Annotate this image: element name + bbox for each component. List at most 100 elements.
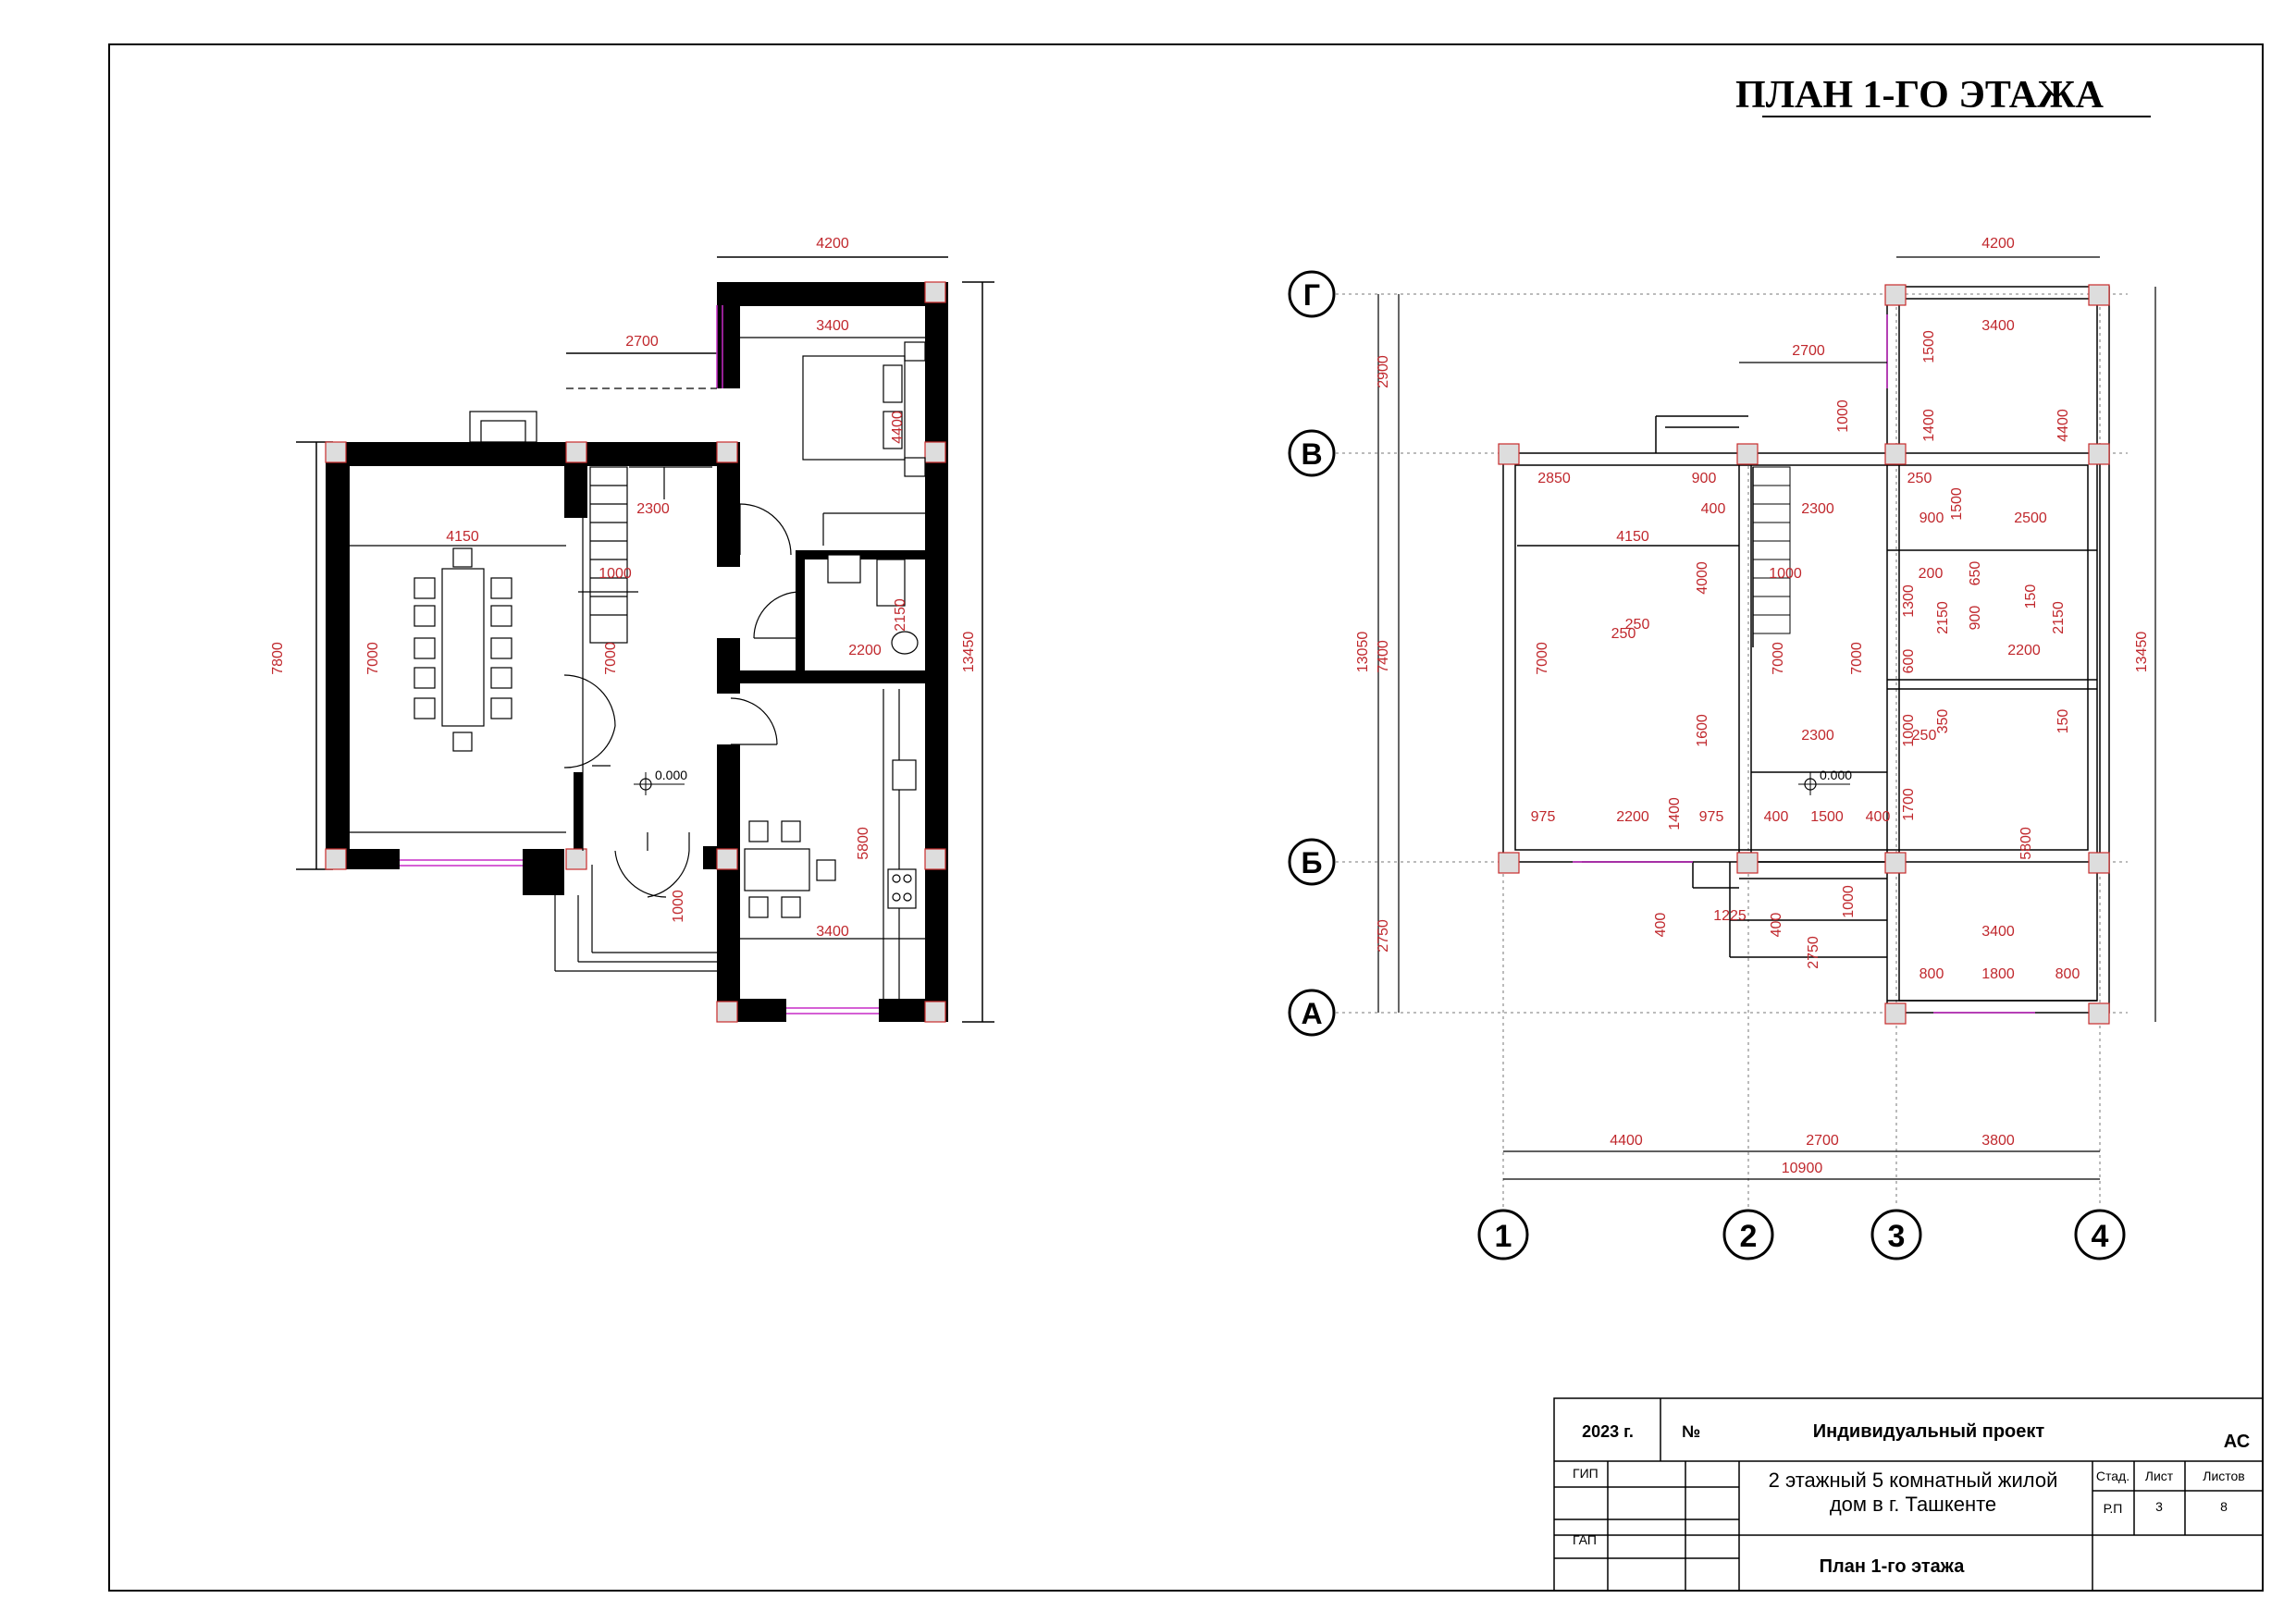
dim-stair-inner: 7000	[603, 642, 619, 675]
rdim-left-mid: 7400	[1376, 640, 1391, 673]
dim-kitchen-height: 5800	[856, 827, 871, 860]
rdim-a28: 5800	[2018, 827, 2034, 860]
rdim-a44: 800	[2055, 966, 2080, 982]
dim-left-inner: 7000	[365, 642, 381, 675]
rdim-a16: 900	[1968, 606, 1983, 631]
rdim-a15: 2150	[1935, 601, 1951, 634]
rdim-top-width: 4200	[1981, 236, 2015, 252]
rdim-a20: 250	[1611, 626, 1636, 642]
stamp-stage-label: Стад.	[2096, 1469, 2129, 1483]
rdim-left-total: 13050	[1355, 632, 1371, 673]
stamp-sheets-value: 8	[2220, 1499, 2228, 1514]
dim-dining-width: 4150	[446, 529, 479, 545]
rdim-a2: 900	[1692, 471, 1717, 486]
rdim-a27: 1700	[1901, 788, 1917, 821]
rdim-a23: 2300	[1801, 728, 1834, 744]
sheet-title: ПЛАН 1-ГО ЭТАЖА	[1735, 74, 2105, 117]
rdim-a32: 975	[1699, 809, 1724, 825]
rdim-a22: 1600	[1695, 714, 1710, 747]
rdim-a34: 1500	[1810, 809, 1844, 825]
stamp-sheet-value: 3	[2155, 1499, 2163, 1514]
rdim-a40: 1000	[1841, 885, 1857, 918]
rdim-a1: 2850	[1537, 471, 1571, 486]
stamp-description-1: 2 этажный 5 комнатный жилой	[1769, 1469, 2058, 1492]
rdim-a3: 400	[1701, 501, 1726, 517]
dim-right-total: 13450	[961, 632, 977, 673]
rdim-a30: 2200	[1616, 809, 1649, 825]
axis-col-3: 3	[1888, 1219, 1906, 1254]
rdim-a39: 2750	[1806, 936, 1821, 969]
rdim-a26: 150	[2055, 709, 2071, 734]
rdim-a21: 600	[1901, 649, 1917, 674]
stamp-gip: ГИП	[1573, 1466, 1599, 1481]
dim-left-total: 7800	[270, 642, 286, 675]
rdim-a31: 1400	[1667, 797, 1683, 830]
rdim-a14: 1300	[1901, 584, 1917, 618]
axis-col-4: 4	[2092, 1219, 2109, 1254]
rdim-bottom-2: 2700	[1806, 1133, 1839, 1149]
rdim-bottom-3: 3800	[1981, 1133, 2015, 1149]
rdim-a4: 4150	[1616, 529, 1649, 545]
rdim-a5: 2300	[1801, 501, 1834, 517]
svg-text:0.000: 0.000	[1820, 768, 1852, 782]
dim-bath-width: 2200	[848, 643, 882, 658]
rdim-a47: 7000	[1849, 642, 1865, 675]
dim-top-width: 4200	[816, 236, 849, 252]
rdim-a25: 350	[1935, 709, 1951, 734]
stamp-stage-value: Р.П	[2104, 1501, 2123, 1516]
dim-bed-height: 4400	[890, 411, 906, 444]
dim-kitchen-width: 3400	[816, 924, 849, 940]
rdim-bottom-total: 10900	[1782, 1161, 1823, 1176]
stamp-code: АС	[2224, 1432, 2250, 1452]
rdim-a45: 7000	[1535, 642, 1550, 675]
rdim-a41: 3400	[1981, 924, 2015, 940]
axis-row-a: А	[1301, 997, 1322, 1030]
stamp-project: Индивидуальный проект	[1813, 1421, 2045, 1442]
rdim-a24: 1000	[1901, 714, 1917, 747]
rdim-a53: 250	[1912, 728, 1937, 744]
dim-room-width: 3400	[816, 318, 849, 334]
rdim-a52: 250	[1625, 617, 1650, 633]
dim-entry: 1000	[671, 890, 686, 923]
rdim-a13: 150	[2023, 584, 2039, 609]
right-level-mark: 0.000	[1798, 768, 1852, 795]
rdim-a54: 13450	[2134, 632, 2150, 673]
svg-text:0.000: 0.000	[655, 768, 687, 782]
dim-bath-height: 2150	[893, 598, 908, 632]
rdim-a9: 1500	[1949, 487, 1965, 521]
rdim-a43: 1800	[1981, 966, 2015, 982]
dim-stair-width: 2300	[636, 501, 670, 517]
axis-row-labels: Г В Б А	[1288, 270, 1336, 1037]
stamp-description-2: дом в г. Ташкенте	[1830, 1493, 1996, 1516]
left-level-mark: 0.000	[634, 768, 687, 795]
title-block-text: 2023 г. № Индивидуальный проект АС ГИП Г…	[1573, 1421, 2250, 1577]
rdim-a11: 200	[1919, 566, 1944, 582]
left-floor-plan: 0.000 4200 3400 2700 4150 2300 1000 2200…	[270, 236, 994, 1023]
stamp-sheet-label: Лист	[2145, 1469, 2174, 1483]
rdim-bottom-1: 4400	[1610, 1133, 1643, 1149]
stamp-gap: ГАП	[1573, 1532, 1597, 1547]
rdim-a50: 1000	[1835, 400, 1851, 433]
rdim-a49: 1400	[1921, 409, 1937, 442]
stamp-year: 2023 г.	[1582, 1422, 1634, 1441]
rdim-a19: 4000	[1695, 561, 1710, 595]
rdim-a12: 650	[1968, 561, 1983, 586]
rdim-room-width: 3400	[1981, 318, 2015, 334]
rdim-a35: 400	[1866, 809, 1891, 825]
rdim-a36: 400	[1653, 913, 1669, 938]
rdim-a7: 250	[1907, 471, 1932, 486]
axis-col-2: 2	[1740, 1219, 1758, 1254]
axis-col-labels: 1 2 3 4	[1477, 1209, 2126, 1260]
rdim-a17: 2150	[2051, 601, 2067, 634]
rdim-left-top: 2900	[1376, 355, 1391, 388]
rdim-a51: 4400	[2055, 409, 2071, 442]
stamp-sheet-name: План 1-го этажа	[1820, 1556, 1966, 1577]
sheet-frame	[108, 43, 2264, 1592]
dim-stair-step: 1000	[599, 566, 632, 582]
stamp-sheets-label: Листов	[2203, 1469, 2245, 1483]
rdim-a6: 1000	[1769, 566, 1802, 582]
axis-row-v: В	[1301, 437, 1322, 471]
rdim-a18: 2200	[2007, 643, 2041, 658]
stamp-number-label: №	[1682, 1422, 1700, 1441]
